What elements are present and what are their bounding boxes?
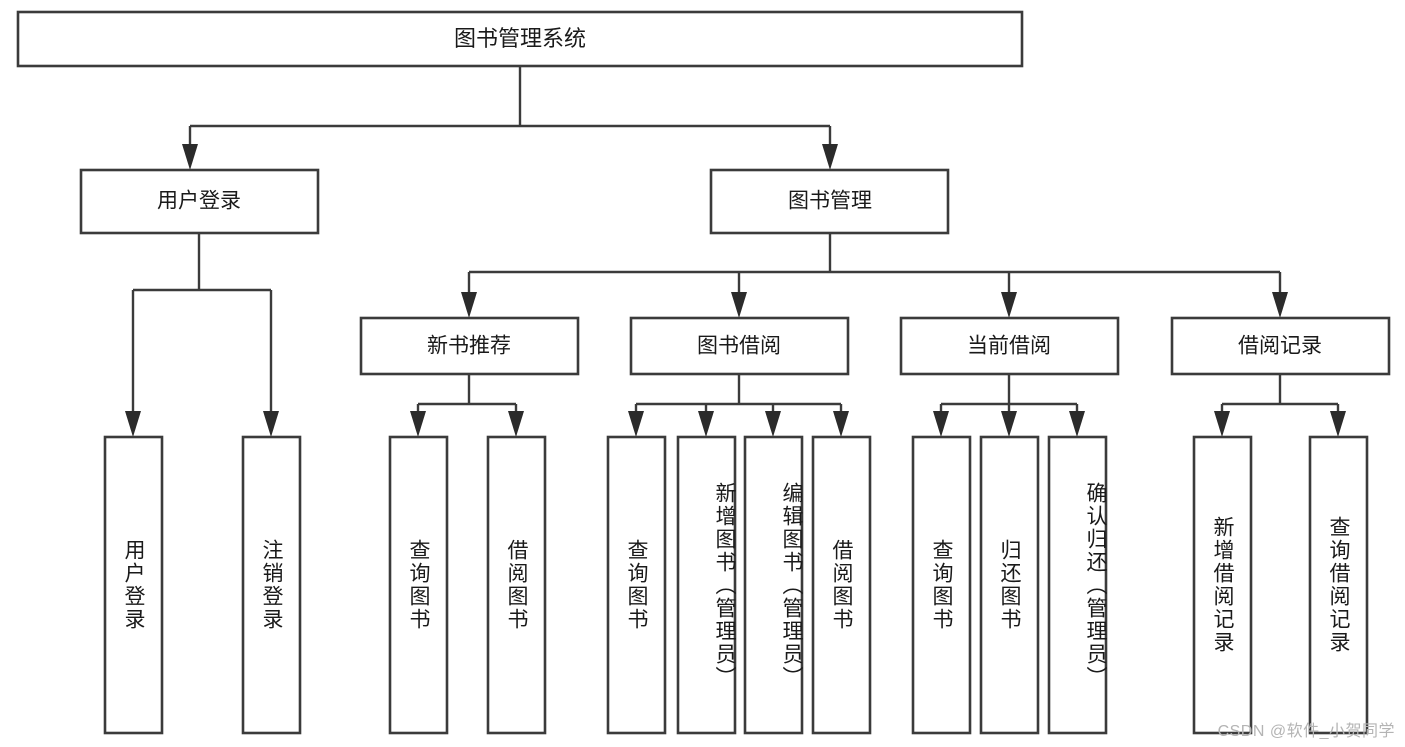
connector-group-recommend (410, 374, 524, 437)
arrow-borrow-c4 (833, 411, 849, 437)
node-user-login-box[interactable] (79, 168, 320, 235)
connector-group-root (182, 66, 838, 170)
node-book-borrow-label: 图书借阅 (697, 335, 781, 358)
arrow-current-c1 (933, 411, 949, 437)
node-book-borrow-box[interactable] (629, 316, 850, 376)
connector-group-record (1214, 374, 1346, 437)
node-leaf-box[interactable] (811, 435, 872, 735)
leaf-boxes-user-login (103, 435, 302, 735)
node-leaf-box[interactable] (1308, 435, 1369, 735)
node-book-management-label: 图书管理 (788, 190, 872, 213)
node-book-borrow[interactable]: 图书借阅 (629, 316, 850, 376)
arrow-root-to-bookmgmt (822, 144, 838, 170)
node-user-login-label: 用户登录 (157, 190, 241, 213)
arrow-recommend-c1 (410, 411, 426, 437)
node-leaf-box[interactable] (911, 435, 972, 735)
node-borrow-record-box[interactable] (1170, 316, 1391, 376)
leaf-boxes-borrow-record (1192, 435, 1369, 735)
arrow-borrow-c1 (628, 411, 644, 437)
arrow-login-c1 (125, 411, 141, 437)
node-current-borrow[interactable]: 当前借阅 (899, 316, 1120, 376)
leaf-boxes-current-borrow (911, 435, 1108, 735)
watermark: CSDN @软件_小贺同学 (1217, 723, 1395, 740)
arrow-bookmgmt-c4 (1272, 292, 1288, 318)
leaf-boxes-book-borrow (606, 435, 872, 735)
arrow-bookmgmt-c2 (731, 292, 747, 318)
node-new-book-recommend-box[interactable] (359, 316, 580, 376)
node-new-book-recommend-label: 新书推荐 (427, 335, 511, 358)
node-leaf-box[interactable] (979, 435, 1040, 735)
arrow-record-c1 (1214, 411, 1230, 437)
node-book-management-box[interactable] (709, 168, 950, 235)
node-leaf-box[interactable] (486, 435, 547, 735)
node-leaf-box[interactable] (241, 435, 302, 735)
arrow-recommend-c2 (508, 411, 524, 437)
node-current-borrow-label: 当前借阅 (967, 335, 1051, 358)
arrow-borrow-c3 (765, 411, 781, 437)
node-root[interactable]: 图书管理系统 (16, 10, 1024, 68)
arrow-current-c3 (1069, 411, 1085, 437)
node-leaf-box[interactable] (1047, 435, 1108, 735)
node-leaf-box[interactable] (606, 435, 667, 735)
arrow-bookmgmt-c3 (1001, 292, 1017, 318)
arrow-record-c2 (1330, 411, 1346, 437)
node-root-label: 图书管理系统 (454, 26, 586, 51)
node-leaf-box[interactable] (388, 435, 449, 735)
node-root-box[interactable] (16, 10, 1024, 68)
arrow-login-c2 (263, 411, 279, 437)
connector-group-bookmgmt (461, 233, 1288, 318)
connector-group-borrow (628, 374, 849, 437)
node-leaf-box[interactable] (103, 435, 164, 735)
node-borrow-record[interactable]: 借阅记录 (1170, 316, 1391, 376)
connector-group-current (933, 374, 1085, 437)
node-user-login[interactable]: 用户登录 (79, 168, 320, 235)
node-current-borrow-box[interactable] (899, 316, 1120, 376)
node-leaf-box[interactable] (1192, 435, 1253, 735)
node-book-management[interactable]: 图书管理 (709, 168, 950, 235)
node-borrow-record-label: 借阅记录 (1238, 335, 1322, 358)
connector-group-login (125, 233, 279, 437)
leaf-boxes-new-book-recommend (388, 435, 547, 735)
node-leaf-box[interactable] (676, 435, 737, 735)
arrow-bookmgmt-c1 (461, 292, 477, 318)
arrow-root-to-login (182, 144, 198, 170)
arrow-borrow-c2 (698, 411, 714, 437)
arrow-current-c2 (1001, 411, 1017, 437)
node-new-book-recommend[interactable]: 新书推荐 (359, 316, 580, 376)
node-leaf-box[interactable] (743, 435, 804, 735)
